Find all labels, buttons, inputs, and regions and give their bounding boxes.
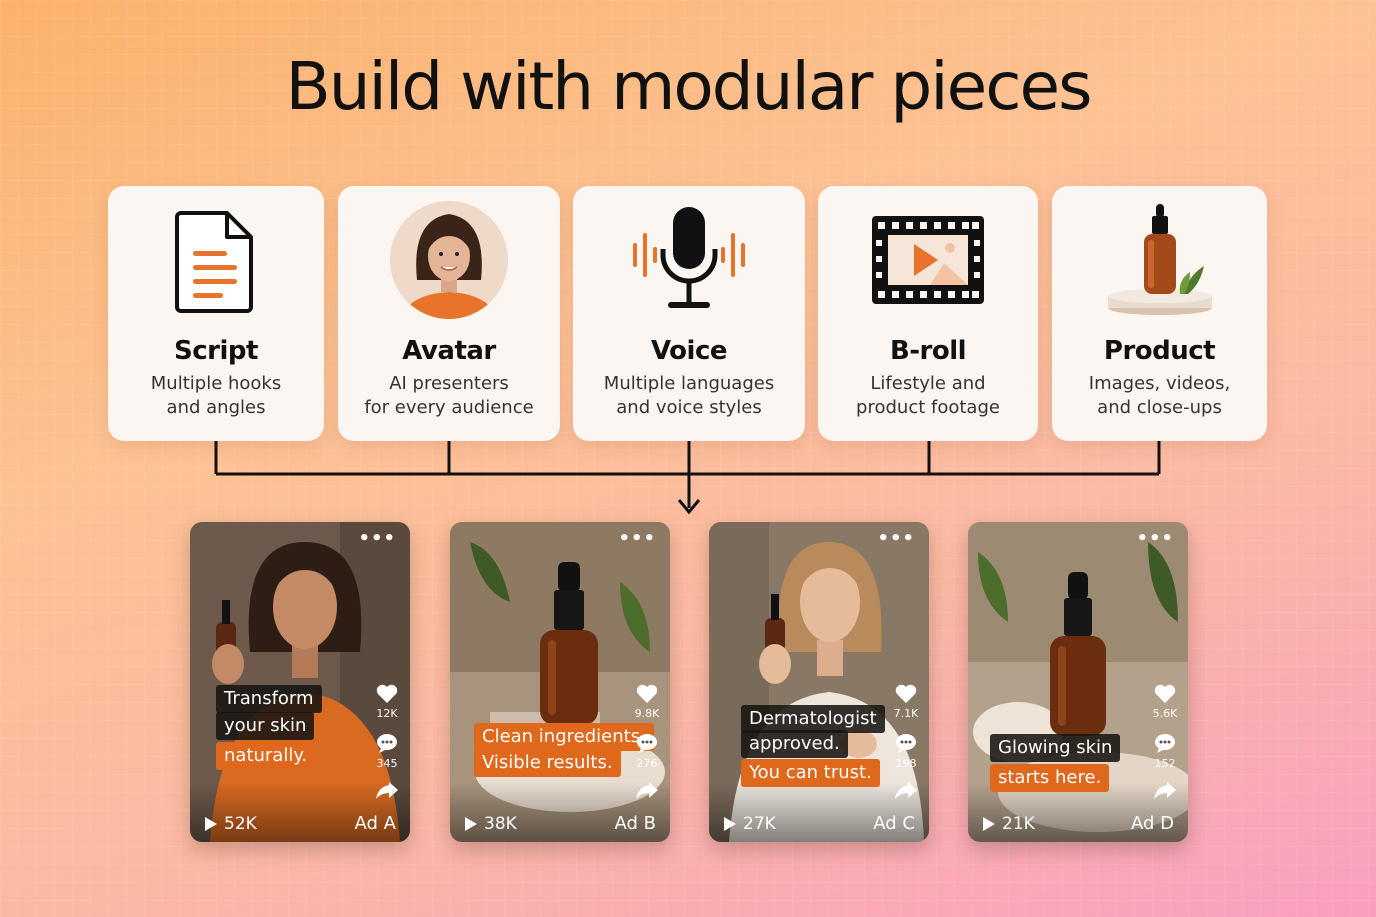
- comment-icon: [1155, 734, 1175, 753]
- ad-label: Ad A: [354, 813, 396, 834]
- card-title: Voice: [650, 336, 728, 366]
- view-count: 52K: [204, 814, 257, 834]
- view-count: 38K: [464, 814, 517, 834]
- play-icon: [205, 817, 217, 831]
- card-description: Images, videos,and close-ups: [1088, 373, 1231, 418]
- share-icon: [376, 782, 398, 799]
- heart-icon: [895, 684, 917, 703]
- card-title: Script: [174, 336, 258, 366]
- more-options-icon[interactable]: •••: [877, 528, 915, 549]
- play-icon: [983, 817, 995, 831]
- caption-line: approved.: [741, 730, 848, 758]
- heart-icon: [376, 684, 398, 703]
- share-icon: [1154, 782, 1176, 799]
- card-title: B-roll: [889, 336, 967, 366]
- card-title: Product: [1103, 336, 1216, 366]
- ad-label: Ad D: [1130, 813, 1174, 834]
- caption-line: starts here.: [990, 764, 1110, 792]
- more-options-icon[interactable]: •••: [618, 528, 656, 549]
- caption-line: your skin: [216, 712, 315, 740]
- ad-card-a[interactable]: ••• Transform your skin naturally. 12K 3…: [190, 522, 410, 842]
- view-count: 21K: [982, 814, 1035, 834]
- document-icon: [175, 211, 253, 313]
- play-icon: [465, 817, 477, 831]
- serum-bottle-icon: [1107, 204, 1212, 315]
- film-icon: [872, 216, 984, 304]
- heart-icon: [636, 684, 658, 703]
- ad-label: Ad C: [873, 813, 915, 834]
- microphone-icon: [633, 207, 745, 308]
- like-action[interactable]: 9.8K: [632, 682, 662, 720]
- comment-action[interactable]: 276: [632, 732, 662, 770]
- ad-label: Ad B: [614, 813, 657, 834]
- share-action[interactable]: [1150, 780, 1180, 803]
- share-action[interactable]: [891, 780, 921, 803]
- avatar-icon: [390, 201, 508, 319]
- caption-line: Visible results.: [474, 749, 621, 777]
- ad-card-c[interactable]: ••• Dermatologist approved. You can trus…: [709, 522, 929, 842]
- comment-icon: [896, 734, 916, 753]
- caption-line: You can trust.: [741, 759, 880, 787]
- share-action[interactable]: [372, 780, 402, 803]
- share-action[interactable]: [632, 780, 662, 803]
- comment-action[interactable]: 152: [1150, 732, 1180, 770]
- page-title: Build with modular pieces: [285, 48, 1092, 125]
- heart-icon: [1154, 684, 1176, 703]
- share-icon: [636, 782, 658, 799]
- caption-line: Transform: [216, 685, 322, 713]
- caption-line: Clean ingredients.: [474, 723, 654, 751]
- share-icon: [895, 782, 917, 799]
- ad-card-d[interactable]: ••• Glowing skin starts here. 5.6K 152 2…: [968, 522, 1188, 842]
- ad-card-b[interactable]: ••• Clean ingredients. Visible results. …: [450, 522, 670, 842]
- comment-icon: [377, 734, 397, 753]
- arrow-down-icon: [677, 499, 701, 515]
- play-icon: [724, 817, 736, 831]
- view-count: 27K: [723, 814, 776, 834]
- more-options-icon[interactable]: •••: [1136, 528, 1174, 549]
- like-action[interactable]: 7.1K: [891, 682, 921, 720]
- comment-action[interactable]: 345: [372, 732, 402, 770]
- like-action[interactable]: 12K: [372, 682, 402, 720]
- like-action[interactable]: 5.6K: [1150, 682, 1180, 720]
- caption-line: naturally.: [216, 742, 316, 770]
- comment-action[interactable]: 198: [891, 732, 921, 770]
- caption-line: Glowing skin: [990, 734, 1121, 762]
- more-options-icon[interactable]: •••: [358, 528, 396, 549]
- comment-icon: [637, 734, 657, 753]
- caption-line: Dermatologist: [741, 705, 885, 733]
- card-product[interactable]: Product Images, videos,and close-ups: [1052, 186, 1267, 441]
- card-title: Avatar: [402, 336, 496, 366]
